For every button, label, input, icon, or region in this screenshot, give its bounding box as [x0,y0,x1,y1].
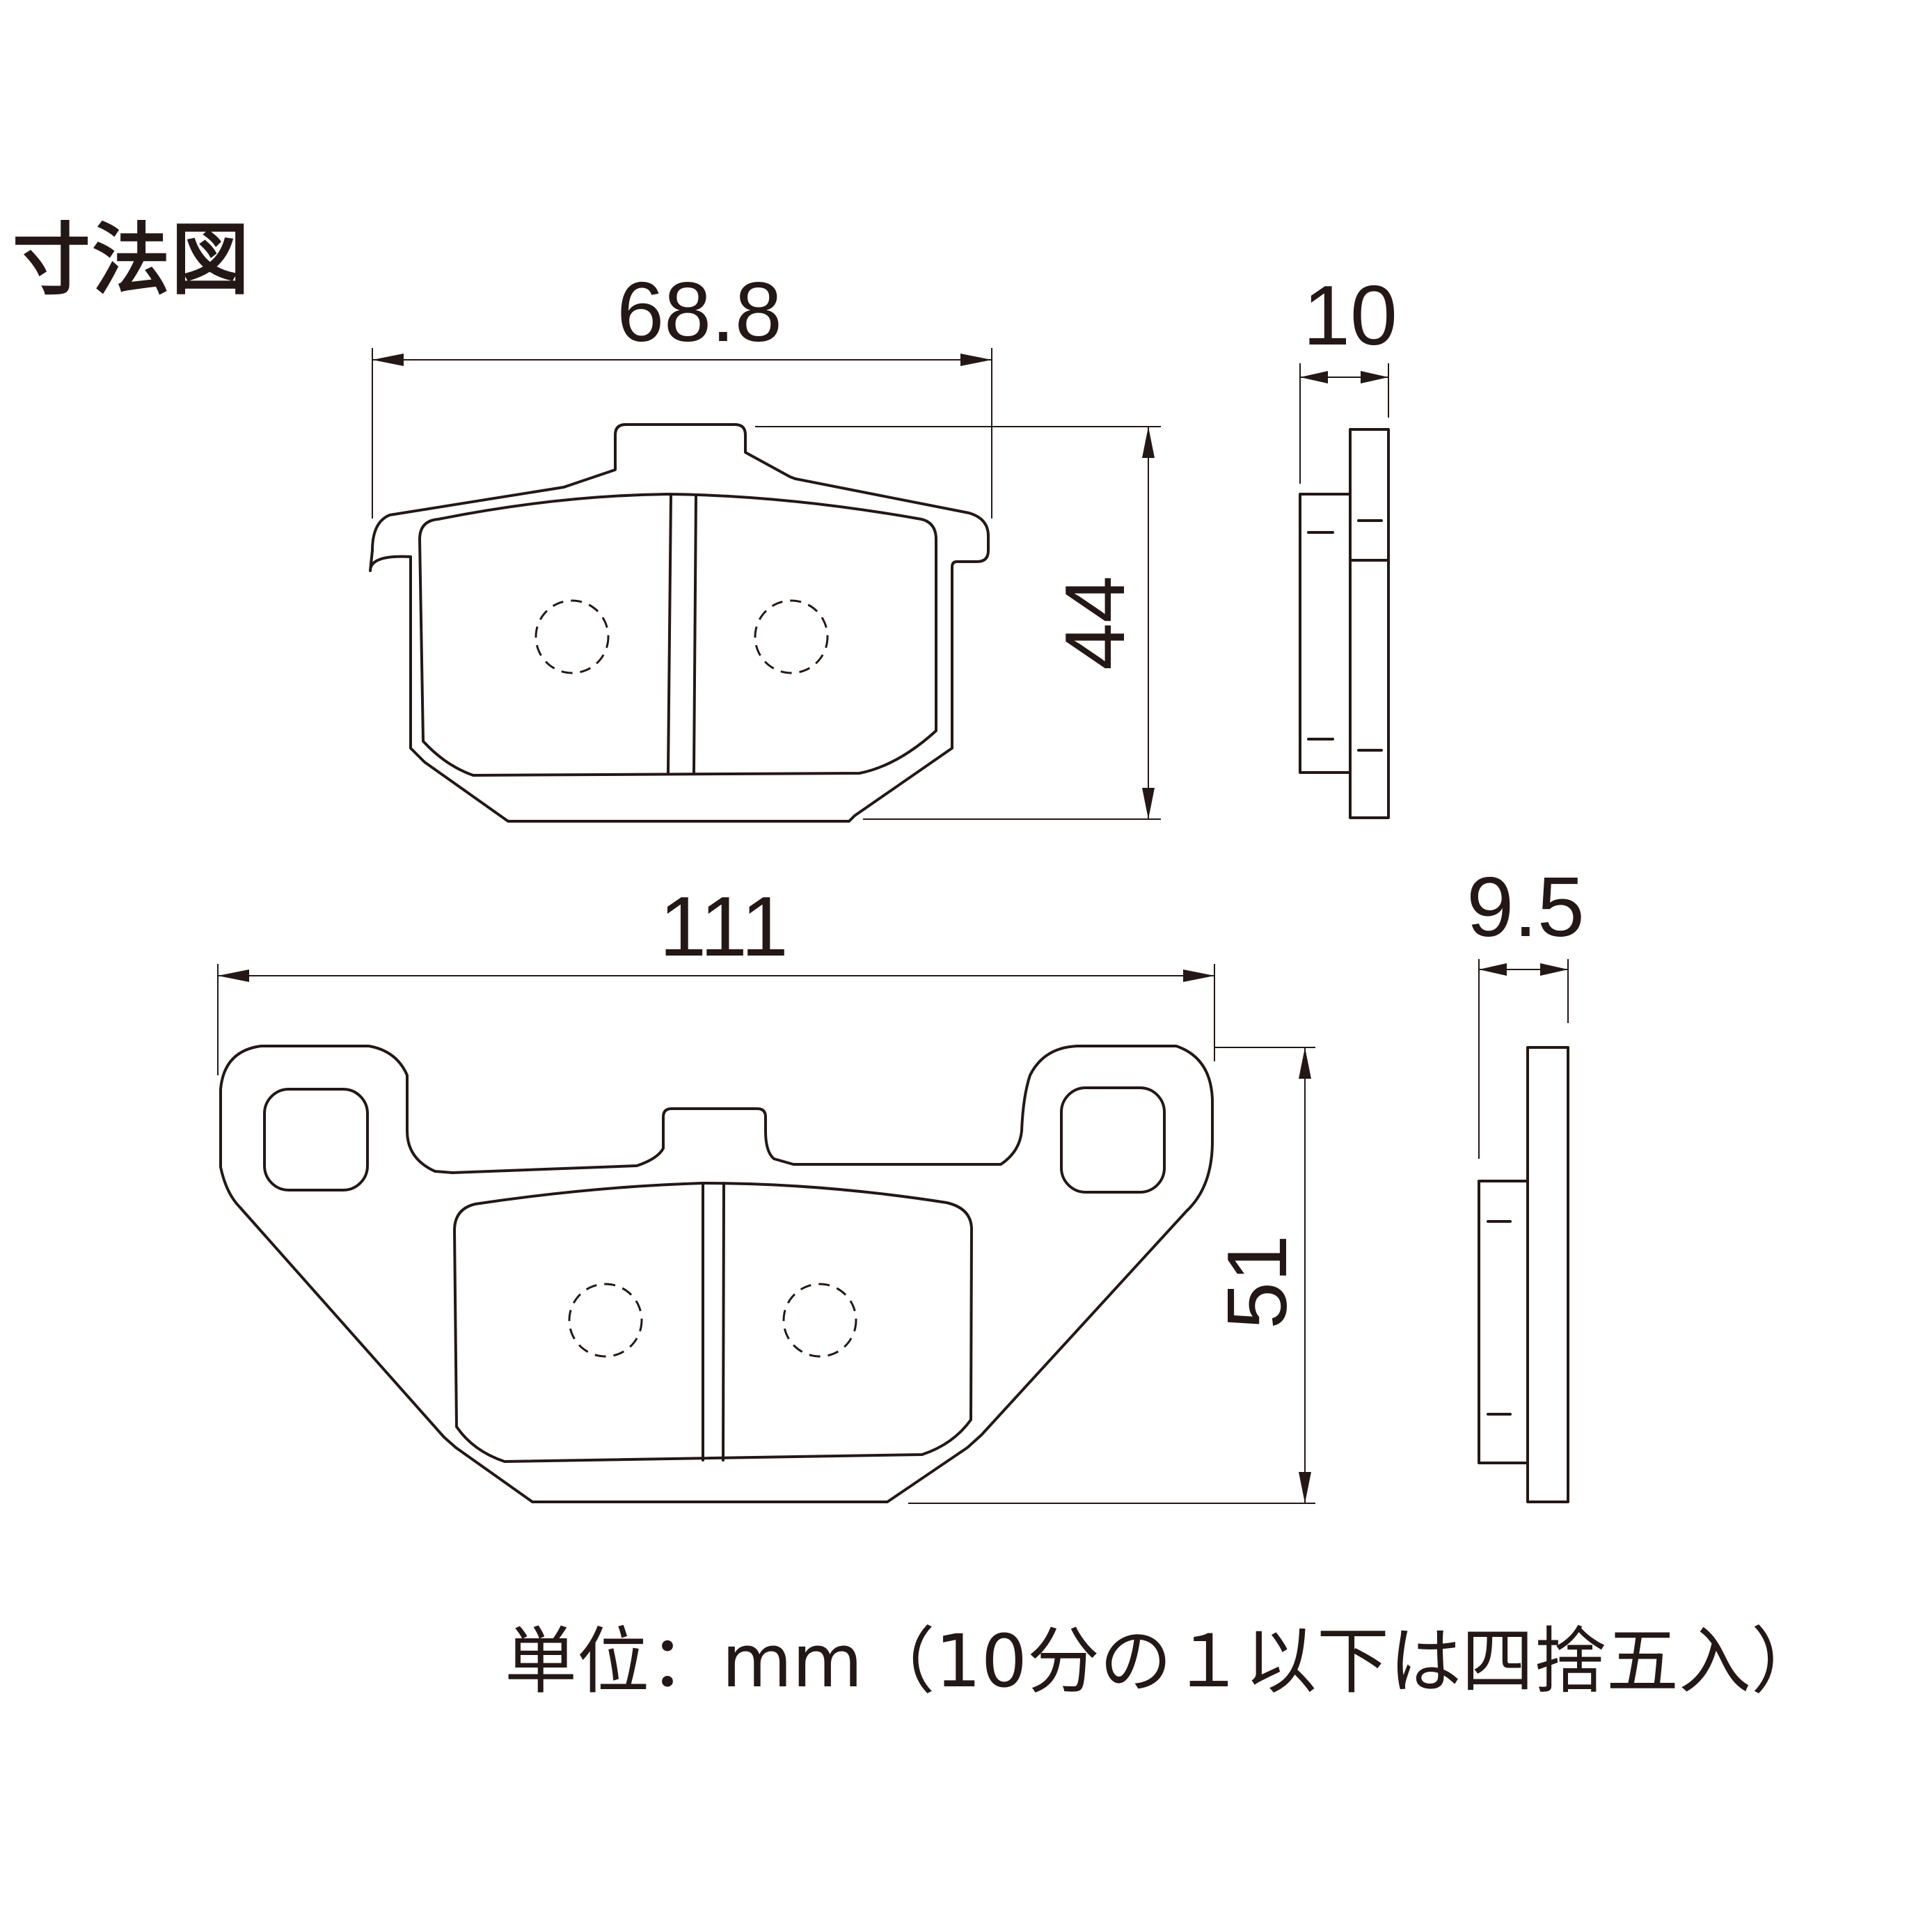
top-side-backing [1349,428,1390,819]
bottom-side-friction [1478,1180,1529,1464]
top-pad-hole-left [535,599,610,674]
bottom-pad-mount-hole-right [1060,1086,1166,1194]
top-pad-side-view [1299,428,1390,819]
bottom-width-dimension: 111 [217,879,1215,1075]
top-height-label: 44 [1047,576,1142,670]
top-height-dimension: 44 [755,426,1161,820]
bottom-height-dimension: 51 [908,1047,1315,1504]
top-thickness-label: 10 [1303,268,1397,363]
diagram-title: 寸法図 [13,215,251,306]
top-pad-backing-plate [369,423,990,823]
bottom-pad-front-view [219,1045,1214,1503]
unit-note: 単位：mm（10分の１以下は四捨五入） [505,1619,1823,1704]
bottom-pad-side-view [1478,1046,1569,1503]
bottom-pad-slot [702,1182,725,1462]
top-side-friction [1299,493,1352,774]
top-pad-friction-material [418,493,937,777]
top-width-dimension: 68.8 [372,264,992,518]
bottom-thickness-label: 9.5 [1466,860,1585,954]
bottom-side-backing [1526,1046,1569,1503]
top-pad-front-view [369,423,990,823]
top-width-label: 68.8 [617,264,782,359]
bottom-pad-hole-left [568,1283,643,1358]
bottom-width-label: 111 [659,879,788,974]
bottom-thickness-dimension: 9.5 [1466,860,1585,1159]
bottom-pad-mount-hole-left [263,1088,369,1191]
bottom-height-label: 51 [1210,1235,1304,1329]
bottom-pad-friction-material [453,1182,973,1463]
bottom-pad-hole-right [782,1283,857,1358]
top-pad-slot [667,494,697,774]
bottom-pad-backing-plate [219,1045,1214,1503]
top-thickness-dimension: 10 [1299,268,1397,484]
top-pad-hole-right [754,599,829,674]
